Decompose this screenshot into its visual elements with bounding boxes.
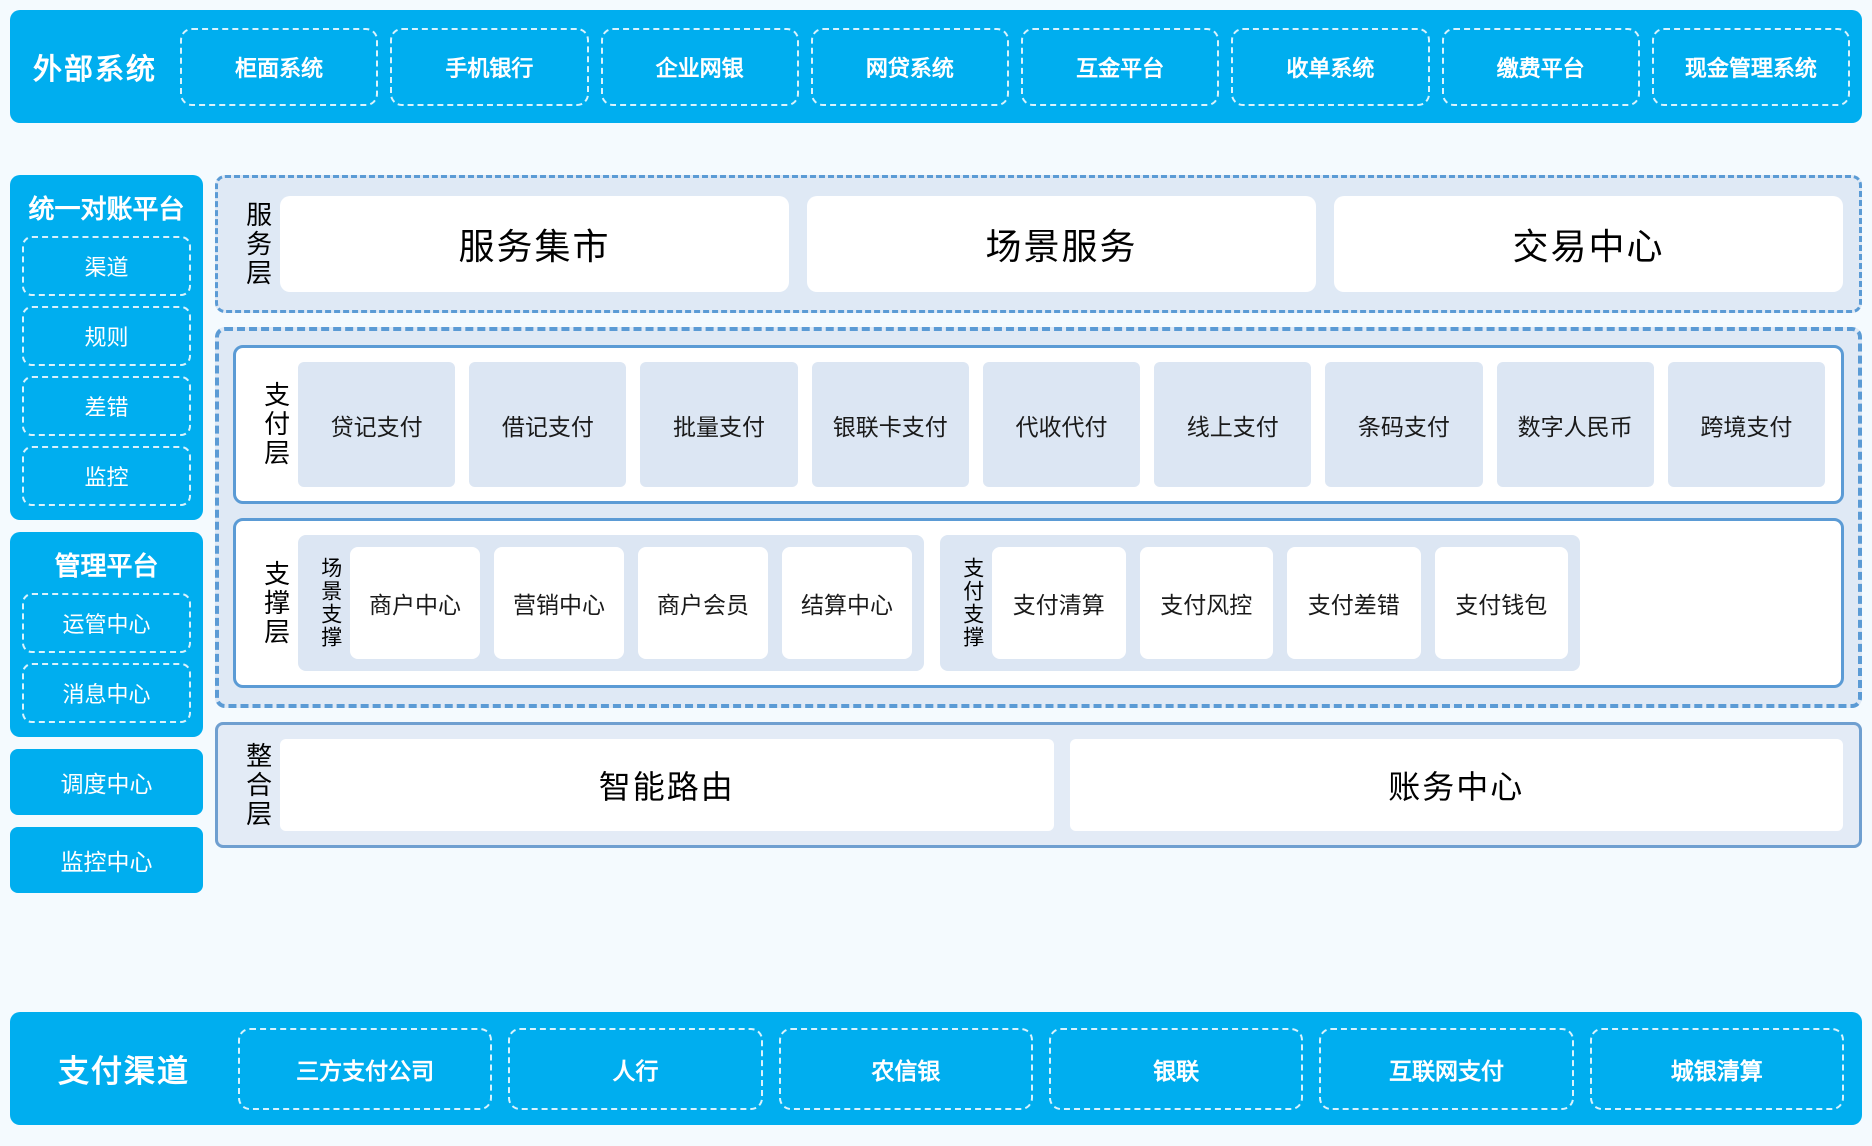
service-card-scenario[interactable]: 场景服务	[807, 196, 1316, 292]
support-tile-merchant-center[interactable]: 商户中心	[350, 547, 480, 659]
external-system-chip[interactable]: 缴费平台	[1441, 27, 1640, 106]
left-sidebar: 统一对账平台 渠道 规则 差错 监控 管理平台 运管中心 消息中心 调度中心 监…	[10, 175, 203, 905]
payment-tile-batch[interactable]: 批量支付	[640, 362, 798, 487]
integration-layer: 整合层 智能路由 账务中心	[215, 722, 1862, 848]
support-tile-payment-wallet[interactable]: 支付钱包	[1434, 547, 1568, 659]
support-layer-row: 支撑层 场景支撑 商户中心 营销中心 商户会员 结算中心	[252, 535, 1825, 671]
integration-layer-cards: 智能路由 账务中心	[280, 739, 1843, 831]
sidebar-item-operations-center[interactable]: 运管中心	[22, 593, 191, 653]
sidebar-item-rule[interactable]: 规则	[22, 306, 191, 366]
support-layer-label: 支撑层	[260, 559, 291, 647]
sidebar-item-scheduling-center[interactable]: 调度中心	[10, 749, 203, 815]
payment-channel-chip[interactable]: 银联	[1048, 1027, 1304, 1110]
integration-card-smart-routing[interactable]: 智能路由	[280, 739, 1054, 831]
payment-tile-digital-rmb[interactable]: 数字人民币	[1496, 362, 1654, 487]
external-system-chip[interactable]: 互金平台	[1021, 27, 1220, 106]
scene-support-group: 场景支撑 商户中心 营销中心 商户会员 结算中心	[298, 535, 924, 671]
support-tile-marketing-center[interactable]: 营销中心	[494, 547, 624, 659]
integration-card-accounting-center[interactable]: 账务中心	[1069, 739, 1843, 831]
sidebar-item-monitor[interactable]: 监控	[22, 446, 191, 506]
support-layer: 支撑层 场景支撑 商户中心 营销中心 商户会员 结算中心	[233, 518, 1844, 688]
support-tile-payment-riskcontrol[interactable]: 支付风控	[1139, 547, 1273, 659]
external-systems-band: 外部系统 柜面系统 手机银行 企业网银 网贷系统 互金平台 收单系统 缴费平台 …	[10, 10, 1862, 123]
payment-support-tiles: 支付清算 支付风控 支付差错 支付钱包	[992, 547, 1568, 659]
payment-channel-chip[interactable]: 人行	[508, 1027, 763, 1110]
support-tile-merchant-member[interactable]: 商户会员	[638, 547, 768, 659]
payment-channel-chip[interactable]: 互联网支付	[1319, 1027, 1574, 1110]
payment-layer-tiles: 贷记支付 借记支付 批量支付 银联卡支付 代收代付 线上支付 条码支付 数字人民…	[298, 362, 1825, 487]
external-system-chip[interactable]: 网贷系统	[810, 27, 1009, 106]
external-system-chip[interactable]: 企业网银	[600, 27, 799, 106]
service-layer-row: 服务层 服务集市 场景服务 交易中心	[234, 196, 1843, 292]
service-card-transaction[interactable]: 交易中心	[1334, 196, 1843, 292]
payment-channel-chip[interactable]: 农信银	[778, 1027, 1033, 1110]
management-platform-panel: 管理平台 运管中心 消息中心	[10, 532, 203, 737]
payment-tile-collection-payment[interactable]: 代收代付	[982, 362, 1141, 487]
service-layer-cards: 服务集市 场景服务 交易中心	[280, 196, 1843, 292]
payment-channel-title: 支付渠道	[58, 1054, 190, 1089]
sidebar-item-error[interactable]: 差错	[22, 376, 191, 436]
payment-channel-chip[interactable]: 三方支付公司	[238, 1027, 493, 1110]
sidebar-item-monitoring-center[interactable]: 监控中心	[10, 827, 203, 893]
payment-layer: 支付层 贷记支付 借记支付 批量支付 银联卡支付 代收代付 线上支付 条码支付 …	[233, 345, 1844, 504]
core-layers-container: 支付层 贷记支付 借记支付 批量支付 银联卡支付 代收代付 线上支付 条码支付 …	[215, 327, 1862, 708]
payment-channel-band: 支付渠道 三方支付公司 人行 农信银 银联 互联网支付 城银清算	[10, 1012, 1862, 1125]
support-tile-settlement-center[interactable]: 结算中心	[782, 547, 912, 659]
external-system-chip[interactable]: 手机银行	[390, 27, 589, 106]
scene-support-tiles: 商户中心 营销中心 商户会员 结算中心	[350, 547, 912, 659]
sidebar-item-message-center[interactable]: 消息中心	[22, 663, 191, 723]
support-tile-payment-error[interactable]: 支付差错	[1287, 547, 1421, 659]
external-systems-items: 柜面系统 手机银行 企业网银 网贷系统 互金平台 收单系统 缴费平台 现金管理系…	[180, 27, 1850, 106]
payment-layer-row: 支付层 贷记支付 借记支付 批量支付 银联卡支付 代收代付 线上支付 条码支付 …	[252, 362, 1825, 487]
payment-tile-unionpay-card[interactable]: 银联卡支付	[811, 362, 969, 487]
payment-tile-debit[interactable]: 借记支付	[469, 362, 627, 487]
reconciliation-platform-panel: 统一对账平台 渠道 规则 差错 监控	[10, 175, 203, 520]
external-system-chip[interactable]: 现金管理系统	[1651, 27, 1850, 106]
payment-support-label: 支付支撑	[960, 557, 984, 649]
integration-layer-label: 整合层	[242, 741, 273, 829]
management-platform-title: 管理平台	[54, 551, 159, 581]
external-systems-title: 外部系统	[32, 53, 157, 86]
service-card-marketplace[interactable]: 服务集市	[280, 196, 789, 292]
payment-tile-online[interactable]: 线上支付	[1154, 362, 1312, 487]
service-layer-label: 服务层	[242, 200, 273, 288]
external-system-chip[interactable]: 收单系统	[1231, 27, 1430, 106]
reconciliation-platform-title: 统一对账平台	[28, 194, 185, 224]
payment-tile-cross-border[interactable]: 跨境支付	[1667, 362, 1825, 487]
payment-channel-chip[interactable]: 城银清算	[1589, 1027, 1844, 1110]
main-column: 服务层 服务集市 场景服务 交易中心 支付层 贷记支付 借记支付 批量支付	[215, 175, 1862, 848]
payment-layer-label: 支付层	[260, 381, 291, 468]
scene-support-label: 场景支撑	[318, 557, 342, 649]
payment-support-group: 支付支撑 支付清算 支付风控 支付差错 支付钱包	[940, 535, 1580, 671]
payment-tile-credit[interactable]: 贷记支付	[298, 362, 456, 487]
service-layer: 服务层 服务集市 场景服务 交易中心	[215, 175, 1862, 313]
sidebar-item-channel[interactable]: 渠道	[22, 236, 191, 296]
external-system-chip[interactable]: 柜面系统	[180, 27, 379, 106]
support-tile-payment-clearing[interactable]: 支付清算	[992, 547, 1126, 659]
payment-channel-items: 三方支付公司 人行 农信银 银联 互联网支付 城银清算	[238, 1027, 1844, 1110]
payment-tile-barcode[interactable]: 条码支付	[1325, 362, 1483, 487]
support-layer-groups: 场景支撑 商户中心 营销中心 商户会员 结算中心 支付支撑 支付清算	[298, 535, 1825, 671]
